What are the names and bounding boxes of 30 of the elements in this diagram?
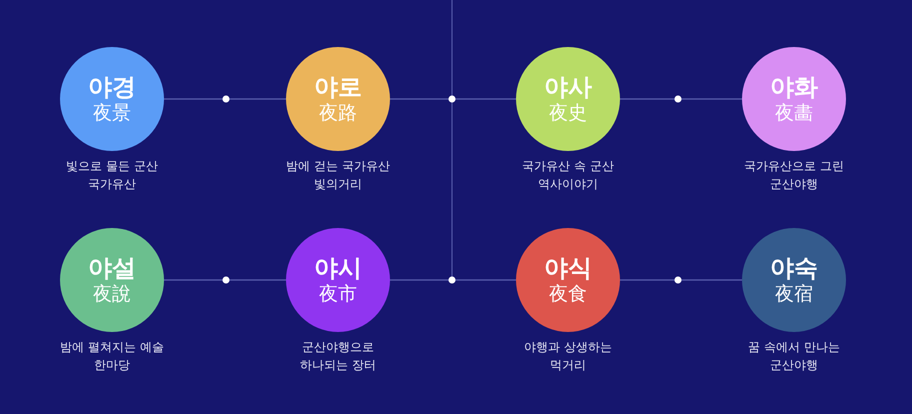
korean-title: 야숙 (770, 254, 818, 282)
connector-line (620, 279, 742, 281)
node-label: 국가유산으로 그린 군산야행 (743, 158, 845, 193)
connector-line (164, 279, 286, 281)
hanja-title: 夜宿 (775, 282, 813, 306)
korean-title: 야사 (544, 73, 592, 101)
hanja-title: 夜食 (549, 282, 587, 306)
node-label: 야행과 상생하는 먹거리 (523, 339, 613, 374)
connector-line (390, 98, 516, 100)
node-label: 꿈 속에서 만나는 군산야행 (747, 339, 841, 374)
node-label: 빛으로 물든 군산 국가유산 (65, 158, 159, 193)
node-label: 밤에 펼쳐지는 예술 한마당 (59, 339, 165, 374)
korean-title: 야식 (544, 254, 592, 282)
hanja-title: 夜市 (319, 282, 357, 306)
hanja-title: 夜景 (93, 101, 131, 125)
connector-line (164, 98, 286, 100)
hanja-title: 夜史 (549, 101, 587, 125)
korean-title: 야화 (770, 73, 818, 101)
korean-title: 야설 (88, 254, 136, 282)
korean-title: 야로 (314, 73, 362, 101)
node-label: 군산야행으로 하나되는 장터 (299, 339, 377, 374)
korean-title: 야시 (314, 254, 362, 282)
node-label: 밤에 걷는 국가유산 빛의거리 (285, 158, 391, 193)
connector-line (390, 279, 516, 281)
connector-line (620, 98, 742, 100)
korean-title: 야경 (88, 73, 136, 101)
hanja-title: 夜說 (93, 282, 131, 306)
hanja-title: 夜路 (319, 101, 357, 125)
hanja-title: 夜畵 (775, 101, 813, 125)
node-label: 국가유산 속 군산 역사이야기 (521, 158, 615, 193)
